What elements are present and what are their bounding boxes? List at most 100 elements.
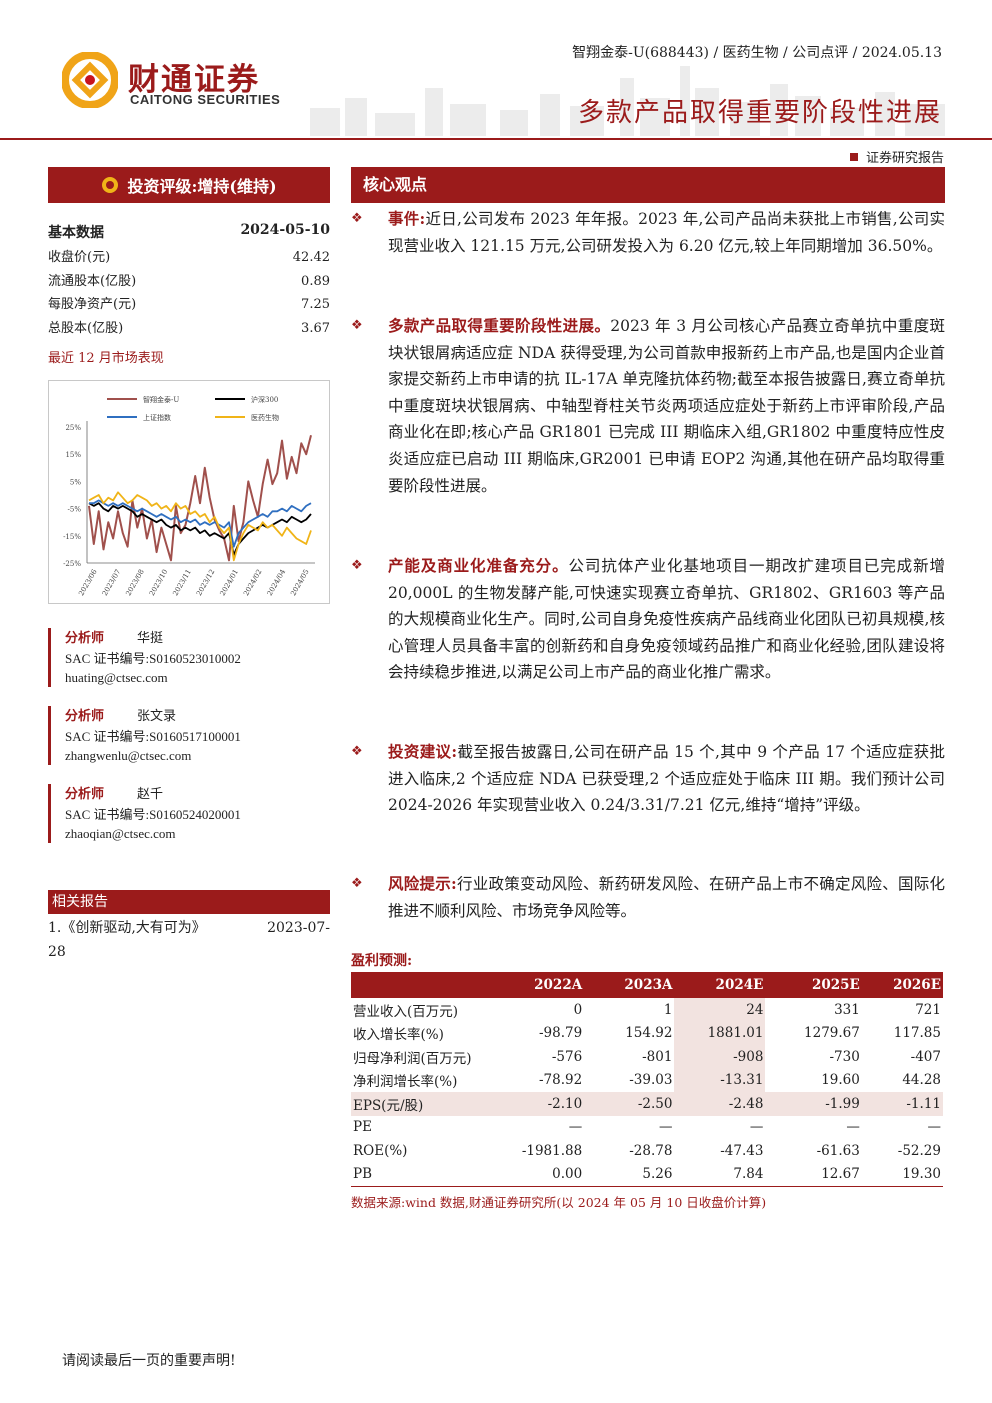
table-cell: 721 <box>915 1001 941 1018</box>
x-tick-label: 2023/06 <box>77 568 99 598</box>
y-tick-label: -15% <box>63 533 81 541</box>
related-report-item[interactable]: 1.《创新驱动,大有可为》2023-07- 28 <box>48 916 330 964</box>
x-tick-label: 2023/07 <box>101 568 122 597</box>
table-cell: 44.28 <box>902 1072 941 1089</box>
report-headline: 多款产品取得重要阶段性进展 <box>577 98 942 128</box>
table-cell: 1881.01 <box>674 1021 766 1045</box>
paragraph-heading: 产能及商业化准备充分。 <box>388 556 569 575</box>
column-header <box>351 972 497 998</box>
table-cell: -13.31 <box>674 1068 766 1092</box>
basic-data-row: 收盘价(元)42.42 <box>48 246 330 270</box>
analyst-card: 分析师 华挺 SAC 证书编号:S0160523010002 huating@ct… <box>48 628 330 687</box>
profit-forecast-table: 2022A 2023A 2024E 2025E 2026E 营业收入(百万元)0… <box>351 972 943 1187</box>
related-report-date-cont: 28 <box>48 944 66 960</box>
analyst-card: 分析师张文录 SAC 证书编号:S0160517100001 zhangwenl… <box>48 706 330 765</box>
company-logo-text-en: CAITONG SECURITIES <box>130 92 281 107</box>
square-bullet-icon <box>849 153 858 161</box>
row-label: 收入增长率(%) <box>353 1027 444 1044</box>
table-cell: 7.84 <box>674 1162 766 1187</box>
header-divider <box>0 138 992 140</box>
analyst-email[interactable]: zhangwenlu@ctsec.com <box>65 748 192 763</box>
table-cell: 117.85 <box>893 1025 941 1042</box>
row-label: ROE(%) <box>353 1142 408 1159</box>
row-label: EPS(元/股) <box>351 1092 497 1116</box>
series-line <box>88 502 312 556</box>
analyst-email[interactable]: zhaoqian@ctsec.com <box>65 826 176 841</box>
core-paragraph: ❖ 风险提示:行业政策变动风险、新药研发风险、在研产品上市不确定风险、国际化推进… <box>351 871 945 924</box>
table-cell: -28.78 <box>629 1142 673 1159</box>
core-paragraph: ❖ 多款产品取得重要阶段性进展。2023 年 3 月公司核心产品赛立奇单抗中重度… <box>351 313 945 499</box>
table-row: 归母净利润(百万元)-576-801-908-730-407 <box>351 1045 943 1069</box>
basic-data-label: 总股本(亿股) <box>48 320 124 336</box>
analyst-email[interactable]: huating@ctsec.com <box>65 670 168 685</box>
x-tick-label: 2024/02 <box>242 568 263 597</box>
diamond-bullet-icon: ❖ <box>351 558 363 573</box>
analyst-role: 分析师 <box>65 709 105 724</box>
table-cell: -2.48 <box>674 1092 766 1116</box>
table-cell: 0 <box>573 1001 583 1018</box>
x-tick-label: 2023/12 <box>195 568 216 597</box>
analyst-role: 分析师 <box>65 631 105 646</box>
table-cell: -801 <box>642 1048 673 1065</box>
analyst-card: 分析师赵千 SAC 证书编号:S0160524020001 zhaoqian@c… <box>48 784 330 843</box>
core-view-header: 核心观点 <box>351 167 945 203</box>
basic-data-date: 2024-05-10 <box>240 222 330 238</box>
x-tick-label: 2023/10 <box>148 568 169 597</box>
cert-label: SAC 证书编号: <box>65 651 150 666</box>
table-cell: — <box>658 1119 673 1136</box>
table-cell: 331 <box>834 1001 860 1018</box>
table-cell: -1.99 <box>765 1092 862 1116</box>
y-tick-label: -25% <box>63 560 81 568</box>
basic-data-row: 流通股本(亿股)0.89 <box>48 270 330 294</box>
table-cell: — <box>568 1119 583 1136</box>
table-cell: 12.67 <box>765 1162 862 1187</box>
row-label: 营业收入(百万元) <box>353 1003 459 1020</box>
basic-data-label: 每股净资产(元) <box>48 297 137 312</box>
data-source-note: 数据来源:wind 数据,财通证券研究所(以 2024 年 05 月 10 日收… <box>351 1195 767 1210</box>
report-type-label: 证券研究报告 <box>865 151 944 166</box>
paragraph-heading: 风险提示: <box>388 874 457 893</box>
cert-label: SAC 证书编号: <box>65 807 150 822</box>
row-label: 归母净利润(百万元) <box>353 1050 472 1067</box>
market-chart-title: 最近 12 月市场表现 <box>48 351 164 366</box>
y-tick-label: 5% <box>70 478 81 486</box>
medal-icon <box>102 177 119 193</box>
row-label: PE <box>353 1119 372 1136</box>
basic-data-value: 3.67 <box>301 320 330 336</box>
table-cell: -407 <box>910 1048 941 1065</box>
company-logo-text: 财通证券 <box>128 62 260 98</box>
column-header: 2023A <box>584 972 675 998</box>
paragraph-heading: 事件: <box>388 209 426 228</box>
table-cell: 1279.67 <box>804 1025 860 1042</box>
table-cell: -730 <box>829 1048 860 1065</box>
x-tick-label: 2024/05 <box>289 568 310 597</box>
basic-data-value: 42.42 <box>292 250 330 265</box>
table-cell: -39.03 <box>629 1072 673 1089</box>
cert-number: S0160523010002 <box>149 651 241 666</box>
table-cell: -47.43 <box>720 1142 764 1159</box>
table-cell: -78.92 <box>538 1072 583 1089</box>
caitong-logo-icon <box>62 52 118 108</box>
basic-data-row: 每股净资产(元)7.25 <box>48 293 330 317</box>
related-report-date: 2023-07- <box>267 920 330 936</box>
breadcrumb: 智翔金泰-U(688443) / 医药生物 / 公司点评 / 2024.05.1… <box>572 45 942 61</box>
series-line <box>88 434 312 562</box>
basic-data-header: 基本数据 2024-05-10 <box>48 222 330 242</box>
basic-data-table: 收盘价(元)42.42 流通股本(亿股)0.89 每股净资产(元)7.25 总股… <box>48 246 330 340</box>
diamond-bullet-icon: ❖ <box>351 744 363 759</box>
table-cell: 19.60 <box>821 1072 860 1089</box>
analyst-role: 分析师 <box>65 787 105 802</box>
table-cell: — <box>927 1119 942 1136</box>
core-paragraph: ❖ 产能及商业化准备充分。公司抗体产业化基地项目一期改扩建项目已完成新增 20,… <box>351 553 945 686</box>
basic-data-value: 0.89 <box>301 273 330 289</box>
diamond-bullet-icon: ❖ <box>351 876 363 891</box>
cert-label: SAC 证书编号: <box>65 729 150 744</box>
legend-label: 智翔金泰-U <box>143 395 179 404</box>
column-header: 2026E <box>861 972 943 998</box>
table-cell: — <box>846 1119 860 1136</box>
analyst-name: 华挺 <box>137 631 164 646</box>
series-line <box>88 491 312 562</box>
paragraph-body: 行业政策变动风险、新药研发风险、在研产品上市不确定风险、国际化推进不顺利风险、市… <box>388 875 945 920</box>
basic-data-title: 基本数据 <box>48 225 104 241</box>
